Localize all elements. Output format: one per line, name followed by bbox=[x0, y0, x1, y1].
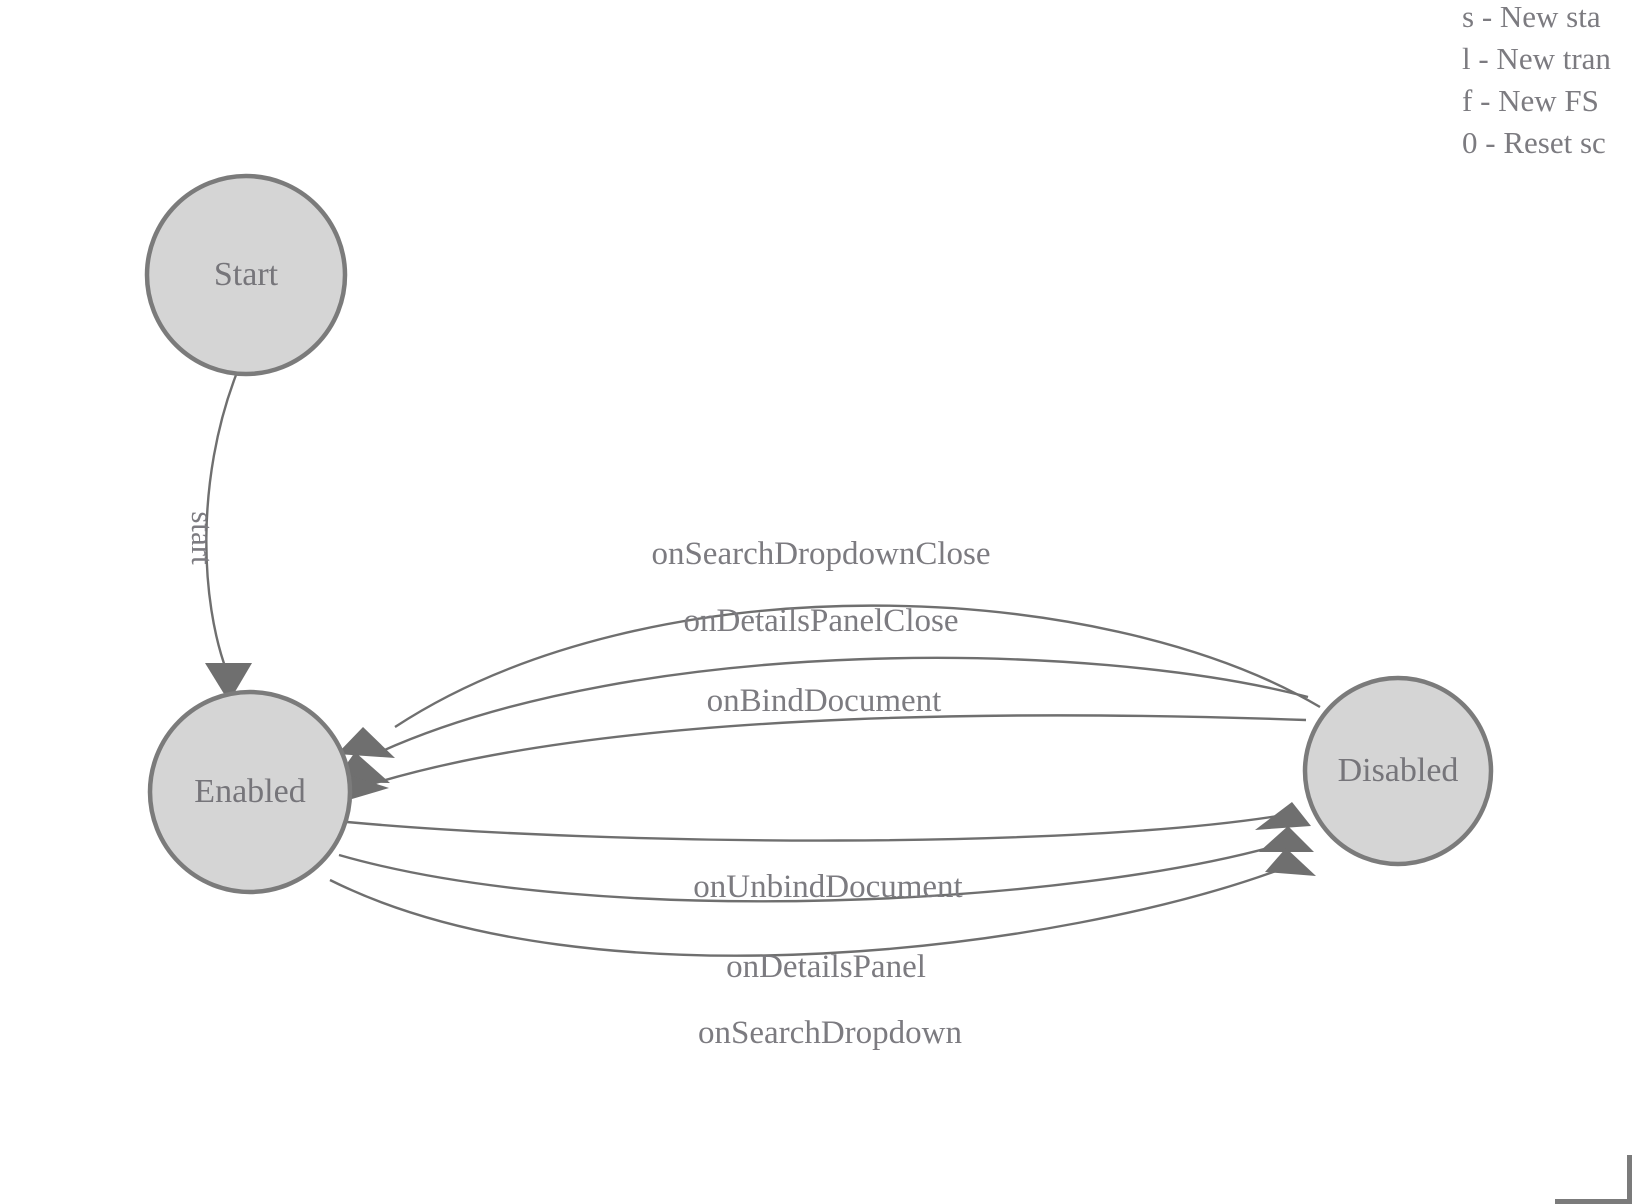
state-label-start: Start bbox=[214, 256, 279, 293]
edge-label-on-search-dropdown: onSearchDropdown bbox=[698, 1015, 962, 1051]
arrowhead-into-enabled-1 bbox=[337, 727, 395, 758]
edge-group-enabled-to-disabled bbox=[329, 812, 1291, 957]
edge-label-on-details-panel-close: onDetailsPanelClose bbox=[684, 603, 959, 639]
edge-label-on-details-panel: onDetailsPanel bbox=[726, 949, 926, 985]
state-label-enabled: Enabled bbox=[194, 773, 305, 810]
edge-label-on-search-dropdown-close: onSearchDropdownClose bbox=[651, 536, 990, 572]
arrowhead-into-disabled-2 bbox=[1259, 826, 1314, 852]
state-node-enabled[interactable]: Enabled bbox=[147, 689, 353, 895]
edge-on-details-panel-close[interactable] bbox=[379, 656, 1309, 754]
arrowheads-into-disabled bbox=[1255, 802, 1316, 876]
state-circle-disabled[interactable] bbox=[1302, 675, 1494, 867]
edge-label-start: start bbox=[185, 511, 220, 565]
state-circle-start[interactable] bbox=[144, 173, 348, 377]
edge-group-disabled-to-enabled bbox=[371, 604, 1321, 786]
state-node-start[interactable]: Start bbox=[144, 173, 348, 377]
arrowhead-into-disabled-1 bbox=[1255, 802, 1311, 830]
edge-on-bind-document[interactable] bbox=[371, 714, 1307, 786]
arrowhead-start-to-enabled bbox=[205, 663, 252, 702]
state-node-disabled[interactable]: Disabled bbox=[1302, 675, 1494, 867]
arrowhead-into-disabled-3 bbox=[1265, 848, 1316, 876]
state-circle-enabled[interactable] bbox=[147, 689, 353, 895]
edge-start-to-enabled[interactable] bbox=[205, 374, 238, 673]
resize-corner-mark[interactable] bbox=[1555, 1155, 1632, 1204]
state-label-disabled: Disabled bbox=[1338, 752, 1459, 789]
edge-label-on-bind-document: onBindDocument bbox=[707, 683, 942, 719]
edge-on-search-dropdown[interactable] bbox=[329, 866, 1285, 957]
edge-label-on-unbind-document: onUnbindDocument bbox=[693, 869, 962, 905]
edge-on-unbind-document[interactable] bbox=[346, 812, 1291, 842]
edge-on-search-dropdown-close[interactable] bbox=[394, 604, 1321, 729]
edge-on-details-panel[interactable] bbox=[338, 841, 1287, 903]
